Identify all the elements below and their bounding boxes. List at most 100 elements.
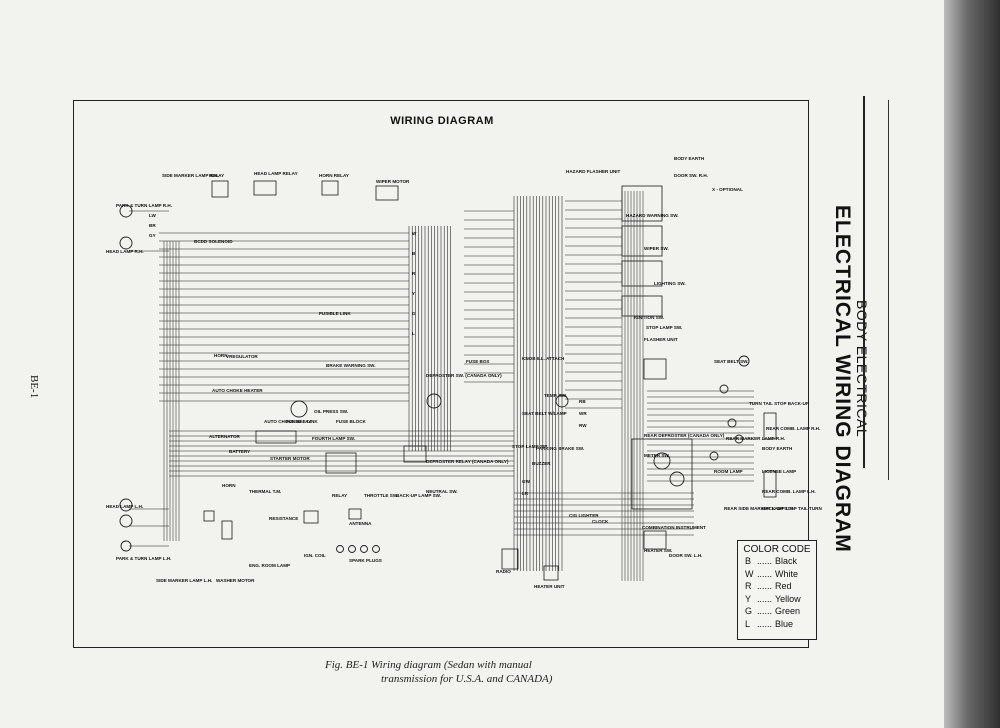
component-label: HEATER SW.: [644, 548, 673, 553]
component-label: FOURTH LAMP SW.: [312, 436, 356, 441]
component-label: STARTER MOTOR: [270, 456, 310, 461]
component-label: DOOR SW. L.H.: [669, 553, 703, 558]
diagram-frame: WIRING DIAGRAM SIDE MARKER LAMP R.H.RELA…: [73, 100, 822, 648]
component-label: THERMAL T.M.: [249, 489, 282, 494]
color-code-entry: G......Green: [738, 605, 816, 618]
color-code-dots: ......: [757, 606, 773, 616]
component-box: [325, 452, 357, 474]
component-box: [643, 358, 667, 380]
component-label: BACK-UP STOP TAIL TURN: [762, 506, 822, 511]
component-symbol: [119, 498, 133, 512]
component-box: [621, 260, 663, 287]
component-label: REAR COMB. LAMP R.H.: [766, 426, 821, 431]
component-label: RADIO: [496, 569, 511, 574]
wiring-lines: [119, 180, 777, 581]
component-label: BODY EARTH: [674, 156, 705, 161]
component-label: BCDD SOLENOID: [194, 239, 233, 244]
color-code-name: White: [775, 568, 799, 579]
color-code-letter: G: [745, 606, 753, 616]
component-symbol: [290, 400, 308, 418]
wire-code-label: B: [412, 251, 416, 256]
component-label: CIG LIGHTER: [569, 513, 599, 518]
color-code-dots: ......: [757, 556, 773, 566]
wire-code-label: L: [412, 331, 415, 336]
component-box: [255, 430, 297, 444]
color-code-name: Green: [775, 606, 801, 616]
component-label: HORN: [214, 353, 228, 358]
component-label: SIDE MARKER LAMP R.H.: [162, 173, 219, 178]
component-label: HEAD LAMP L.H.: [106, 504, 144, 509]
figure-caption: Fig. BE-1 Wiring diagram (Sedan with man…: [325, 658, 605, 686]
color-code-entry: L......Blue: [738, 618, 816, 631]
manual-page: WIRING DIAGRAM SIDE MARKER LAMP R.H.RELA…: [0, 0, 944, 728]
component-label: HEAD LAMP RELAY: [254, 171, 298, 176]
component-symbol: [119, 514, 133, 528]
side-title: ELECTRICAL WIRING DIAGRAM: [831, 205, 854, 553]
component-label: BUZZER: [532, 461, 551, 466]
component-label: SEAT BELT SW.: [714, 359, 749, 364]
wire-code-label: RW: [579, 423, 587, 428]
page-edge-shadow: [944, 0, 1000, 728]
component-label: FUSE BOX: [466, 359, 490, 364]
wire-code-label: Y: [412, 291, 416, 296]
component-label: DOOR SW. R.H.: [674, 173, 708, 178]
wire-code-label: BR: [149, 223, 156, 228]
component-symbol: [119, 204, 133, 218]
color-code-letter: B: [745, 556, 752, 566]
component-symbol: [709, 451, 719, 461]
wire-code-label: LW: [149, 213, 156, 218]
component-box: [253, 180, 277, 196]
component-label: DEFROSTER SW. (CANADA ONLY): [426, 373, 502, 378]
color-code-letter: W: [745, 568, 754, 579]
component-label: WIPER MOTOR: [376, 179, 410, 184]
color-code-letter: Y: [745, 593, 752, 604]
component-box: [621, 225, 663, 257]
component-label: SIDE MARKER LAMP L.H.: [156, 578, 213, 583]
component-box: [763, 412, 777, 440]
component-label: RESISTANCE: [269, 516, 299, 521]
component-label: OIL PRESS SW.: [314, 409, 349, 414]
color-code-dots: ......: [757, 568, 773, 579]
component-label: AUTO CHOKE HEATER: [212, 388, 263, 393]
component-label: REAR SIDE MARKER LAMP L.H.: [724, 506, 795, 511]
component-label: BATTERY: [229, 449, 251, 454]
component-label: BODY EARTH: [762, 446, 793, 451]
component-symbol: [336, 545, 344, 553]
component-label: IGNITION SW.: [634, 315, 665, 320]
color-code-name: Red: [775, 581, 792, 591]
component-label: PARK & TURN LAMP R.H.: [116, 203, 172, 208]
component-label: NEUTRAL SW.: [426, 489, 458, 494]
component-box: [543, 565, 559, 581]
component-symbol: [348, 545, 356, 553]
component-symbol: [372, 545, 380, 553]
component-label: FUSE BLOCK: [336, 419, 366, 424]
component-label: REAR COMB. LAMP L.H.: [762, 489, 816, 494]
color-code-entry: Y......Yellow: [738, 593, 816, 606]
component-label: ALTERNATOR: [209, 434, 240, 439]
color-code-dots: ......: [757, 618, 773, 629]
component-label: CLOCK: [592, 519, 609, 524]
color-code-entry: B......Black: [738, 555, 816, 568]
component-label: LIGHTING SW.: [654, 281, 686, 286]
wire-code-label: GW: [522, 479, 530, 484]
component-symbol: [738, 355, 750, 367]
component-label: ENG. ROOM LAMP: [249, 563, 291, 568]
component-label: BACK-UP LAMP SW.: [396, 493, 442, 498]
color-code-entry: R......Red: [738, 580, 816, 593]
component-label: METER SW.: [644, 453, 670, 458]
component-label: VREGULATOR: [226, 354, 258, 359]
caption-line-1: Fig. BE-1 Wiring diagram (Sedan with man…: [325, 659, 532, 671]
component-label: REAR MARKER LAMP R.H.: [726, 436, 786, 441]
color-code-dots: ......: [757, 593, 773, 604]
color-code-title: COLOR CODE: [743, 544, 811, 555]
component-label: RELAY: [332, 493, 348, 498]
component-label: STOP LAMP SW.: [646, 325, 683, 330]
component-label: HAZARD FLASHER UNIT: [566, 169, 621, 174]
component-label: WASHER MOTOR: [216, 578, 255, 583]
component-box: [321, 180, 339, 196]
component-symbol: [426, 393, 442, 409]
color-code-name: Black: [775, 556, 798, 566]
component-label: KNOB ILL. ATTACH: [522, 356, 565, 361]
component-symbol: [727, 418, 737, 428]
